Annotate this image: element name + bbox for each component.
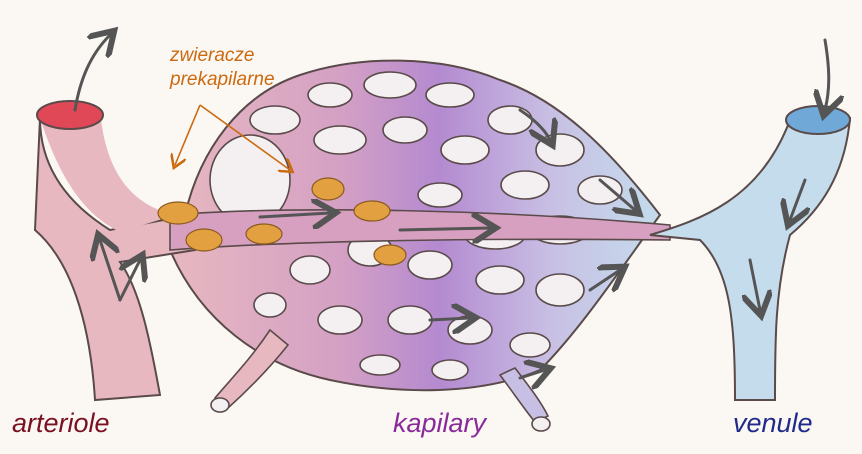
arteriole-opening [37,101,103,129]
sphincters-label-line2: prekapilarne [170,68,275,92]
capillaries-label: kapilary [393,408,486,439]
lower-branch-right-opening [532,417,550,431]
venule-opening [786,106,850,134]
lower-branch-left-opening [211,398,229,412]
sphincters-label-line1: zwieracze [170,44,275,68]
arteriole-label: arteriole [12,408,110,439]
venule-label: venule [733,408,813,439]
sphincters-label: zwieracze prekapilarne [170,44,275,92]
